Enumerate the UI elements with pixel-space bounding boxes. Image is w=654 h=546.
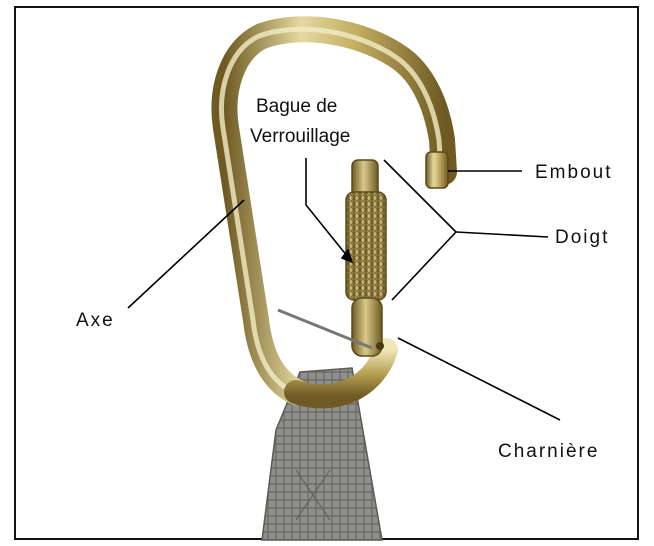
leader-doigt-bottom [392,232,456,300]
leader-charniere [398,338,560,420]
leader-doigt [456,232,548,237]
label-embout: Embout [535,162,612,183]
label-charniere: Charnière [498,441,599,462]
label-bague-line2: Verrouillage [250,126,350,147]
label-axe: Axe [76,310,115,331]
label-doigt: Doigt [555,227,609,248]
carabiner-gate [346,160,386,356]
leader-axe [128,200,244,308]
carabiner-body [222,29,449,396]
leader-bague [306,158,352,262]
label-bague-line1: Bague de [256,96,337,117]
